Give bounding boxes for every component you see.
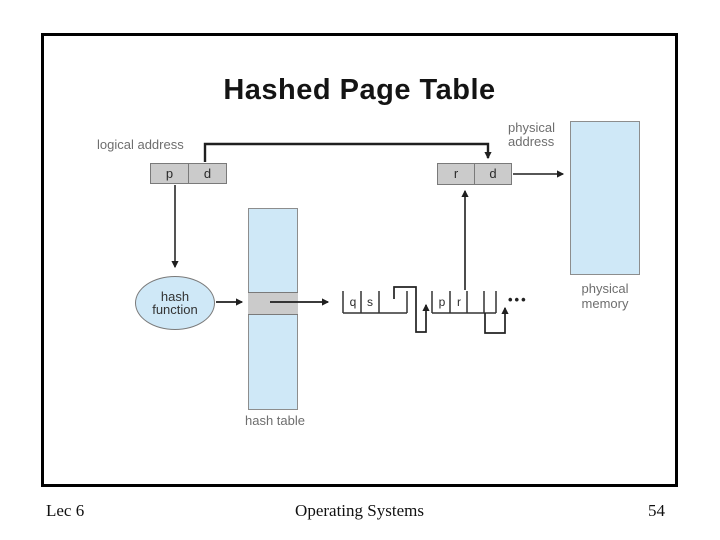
- footer-lecture: Lec 6: [46, 501, 85, 520]
- hash-function-label-line2: function: [152, 302, 198, 317]
- physical-memory-box: [570, 121, 640, 275]
- physical-address-label-line1: physical: [508, 120, 555, 135]
- physical-address-field-r: r: [453, 166, 459, 181]
- hash-function-label-line1: hash: [160, 289, 190, 304]
- hash-table-label: hash table: [245, 413, 305, 428]
- chain-node2-field-r: r: [457, 295, 461, 309]
- logical-address-field-d: d: [188, 164, 226, 183]
- physical-memory-label-line1: physical: [581, 281, 629, 296]
- physical-address-field-d: d: [474, 164, 511, 184]
- physical-address-label: physical address: [508, 121, 555, 149]
- slide-title: Hashed Page Table: [223, 74, 496, 106]
- physical-memory-label-line2: memory: [581, 296, 629, 311]
- logical-address-box: p d: [150, 163, 227, 184]
- hash-table-bucket: [248, 292, 298, 315]
- chain-node1-field-s: s: [367, 295, 373, 309]
- footer-page-number: 54: [648, 501, 665, 520]
- physical-address-box: r d: [437, 163, 512, 185]
- chain-node1-field-q: q: [349, 295, 357, 309]
- chain-ellipsis: •••: [508, 292, 528, 307]
- hash-function-ellipse: hash function: [135, 276, 215, 330]
- physical-memory-label: physical memory: [570, 281, 640, 311]
- chain-node2-field-p: p: [438, 295, 446, 309]
- physical-address-label-line2: address: [508, 134, 555, 149]
- logical-address-label: logical address: [97, 137, 184, 152]
- logical-address-field-p: p: [165, 166, 174, 181]
- footer-course: Operating Systems: [295, 501, 424, 520]
